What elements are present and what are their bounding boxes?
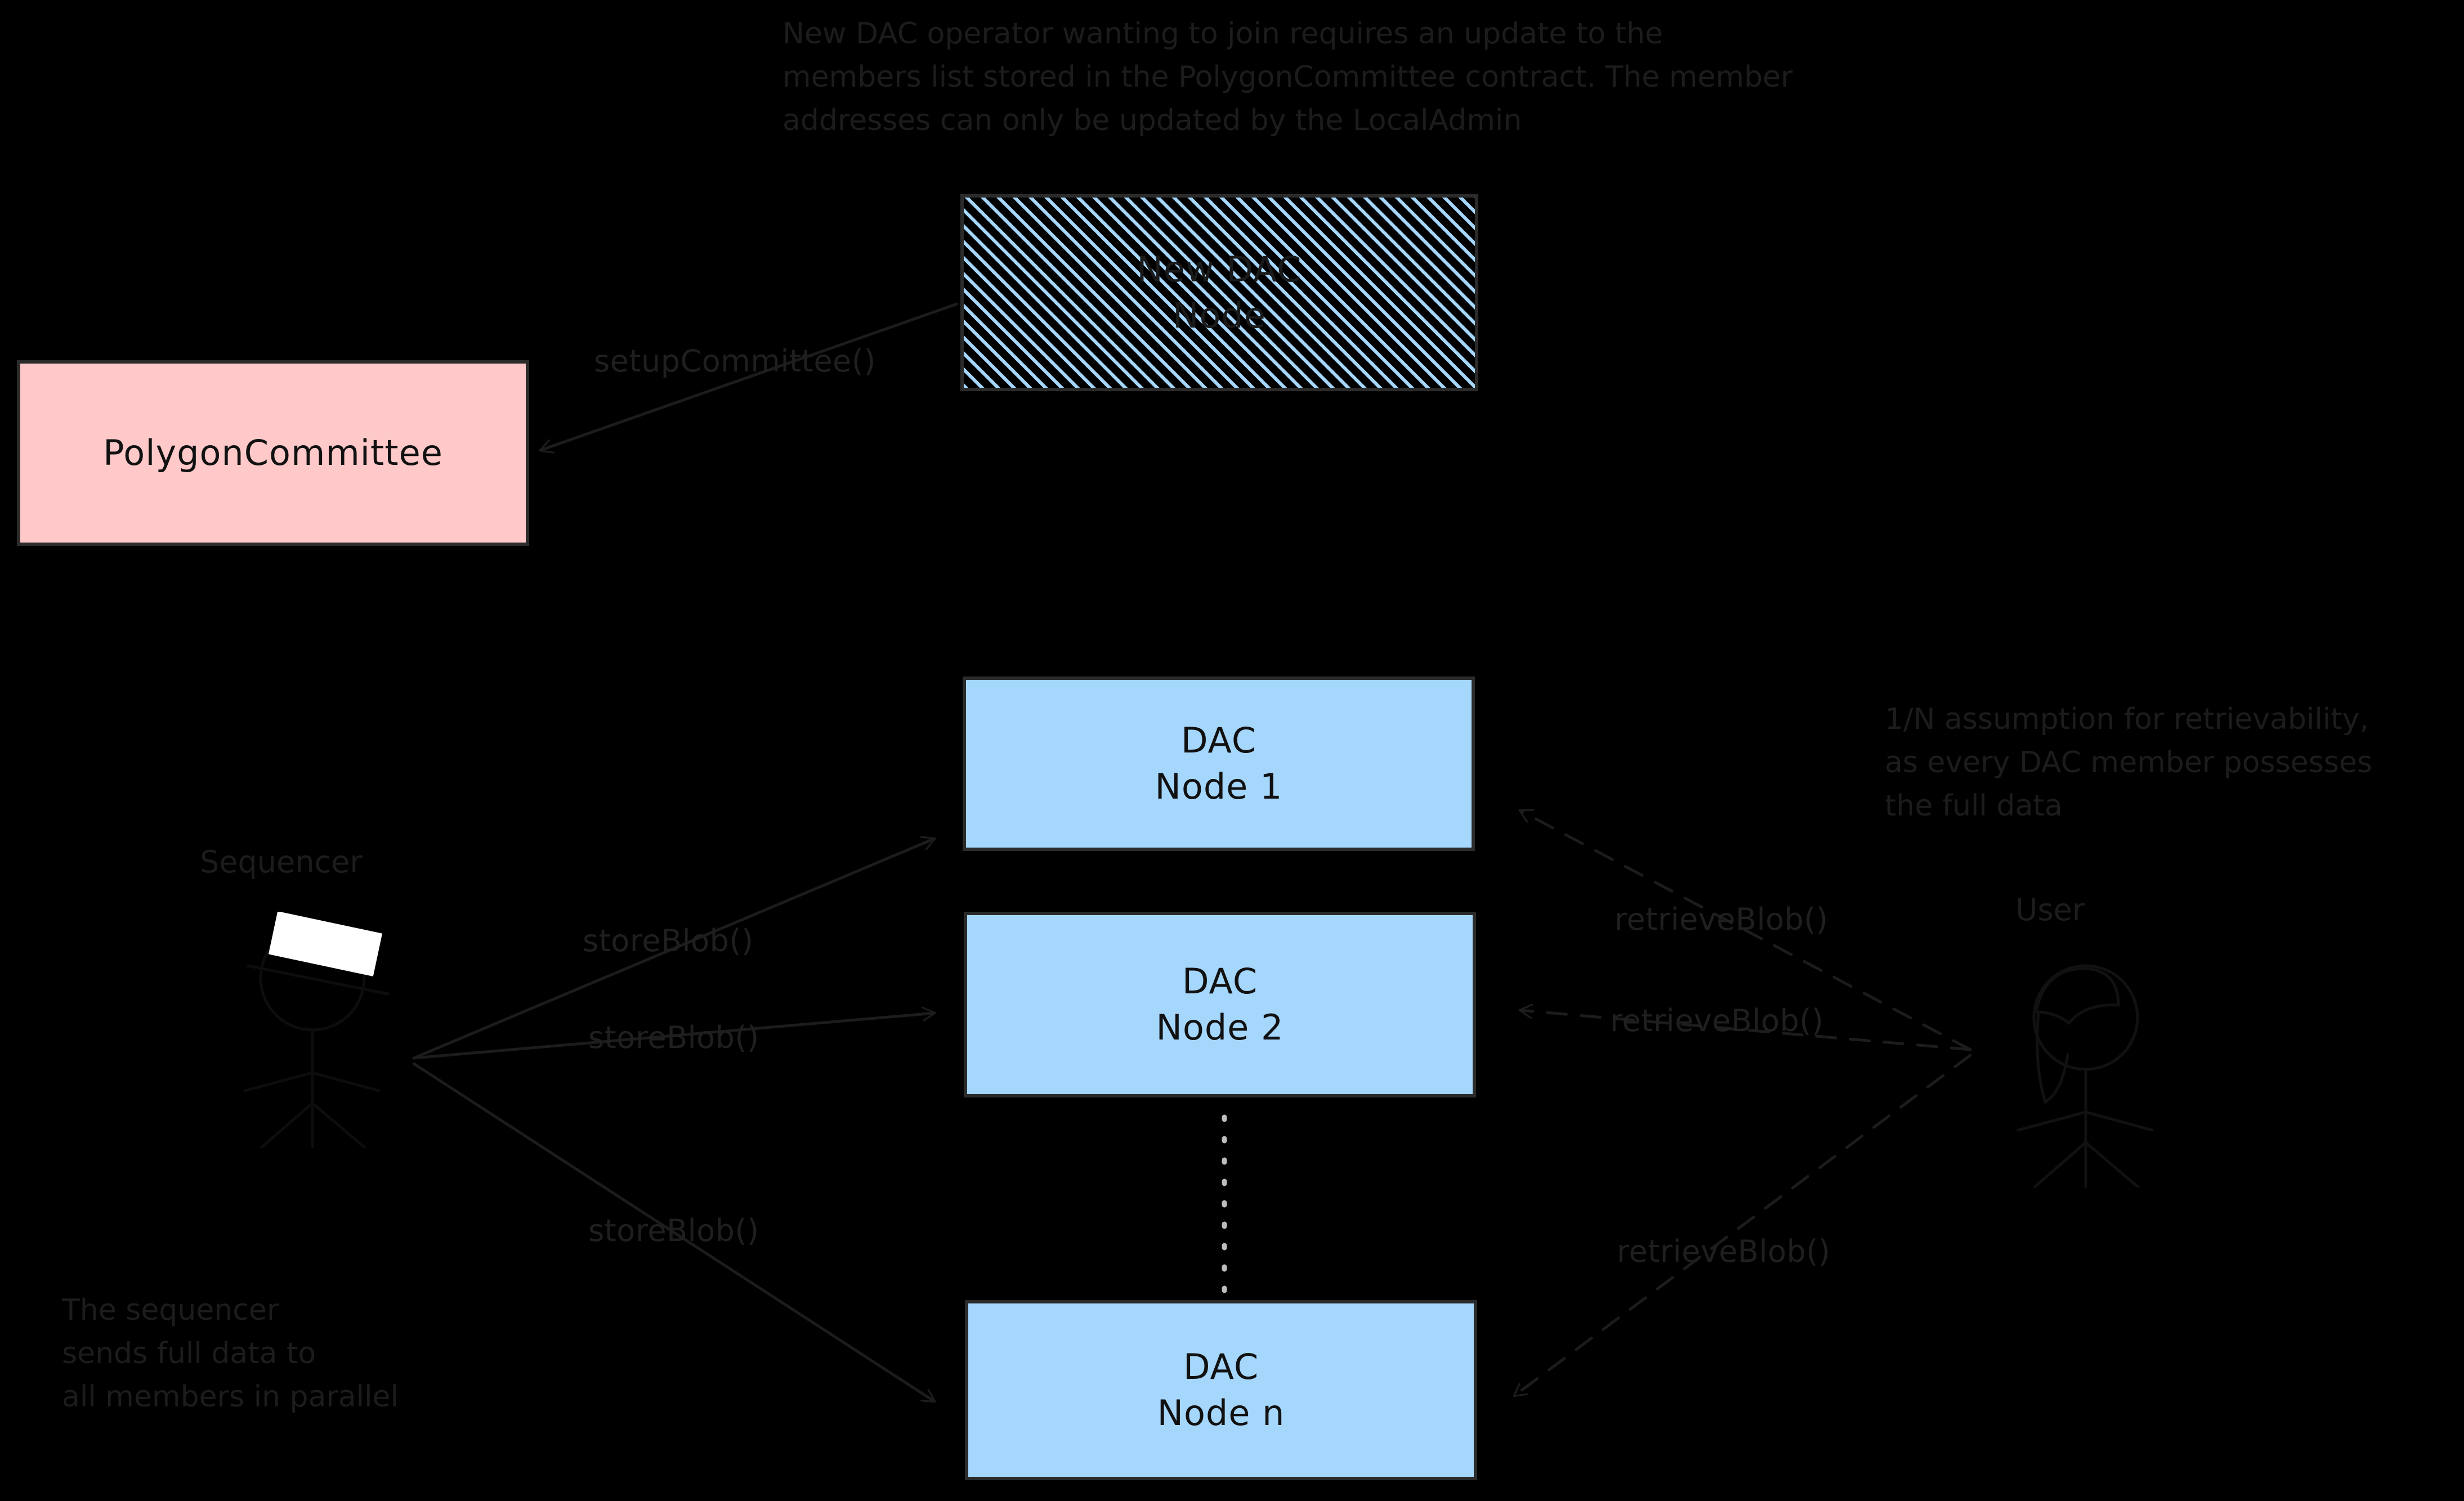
edge-label-retrieve-blob-n: retrieveBlob() bbox=[1617, 1234, 1831, 1269]
user-actor-icon[interactable] bbox=[2001, 951, 2170, 1188]
box-polygon-committee[interactable]: PolygonCommittee bbox=[17, 360, 529, 546]
box-dac-node-n-label: DAC Node n bbox=[1157, 1346, 1285, 1433]
box-dac-node-1[interactable]: DAC Node 1 bbox=[963, 676, 1475, 851]
note-new-dac-operator: New DAC operator wanting to join require… bbox=[782, 17, 1793, 137]
edge-label-retrieve-blob-2: retrieveBlob() bbox=[1610, 1003, 1824, 1038]
sequencer-actor-icon[interactable] bbox=[228, 912, 397, 1148]
box-dac-node-n[interactable]: DAC Node n bbox=[965, 1300, 1477, 1480]
box-new-dac-node[interactable]: New DAC Node bbox=[960, 194, 1478, 391]
note-retrievability: 1/N assumption for retrievability, as ev… bbox=[1885, 702, 2373, 823]
box-polygon-committee-label: PolygonCommittee bbox=[103, 432, 443, 474]
edge-retrieve-blob-n bbox=[1513, 1054, 1972, 1397]
edge-label-store-blob-1: storeBlob() bbox=[583, 923, 754, 958]
edge-label-setup-committee: setupCommittee() bbox=[594, 343, 876, 379]
edge-label-store-blob-2: storeBlob() bbox=[588, 1020, 759, 1055]
box-dac-node-2-label: DAC Node 2 bbox=[1156, 961, 1284, 1048]
actor-label-sequencer: Sequencer bbox=[200, 844, 363, 880]
edge-label-store-blob-n: storeBlob() bbox=[588, 1213, 759, 1248]
edge-label-retrieve-blob-1: retrieveBlob() bbox=[1615, 902, 1828, 937]
note-sequencer-parallel: The sequencer sends full data to all mem… bbox=[62, 1293, 399, 1414]
box-new-dac-node-label: New DAC Node bbox=[1137, 249, 1302, 336]
box-dac-node-1-label: DAC Node 1 bbox=[1155, 720, 1283, 807]
actor-label-user: User bbox=[2015, 892, 2085, 928]
box-dac-node-2[interactable]: DAC Node 2 bbox=[964, 912, 1476, 1097]
